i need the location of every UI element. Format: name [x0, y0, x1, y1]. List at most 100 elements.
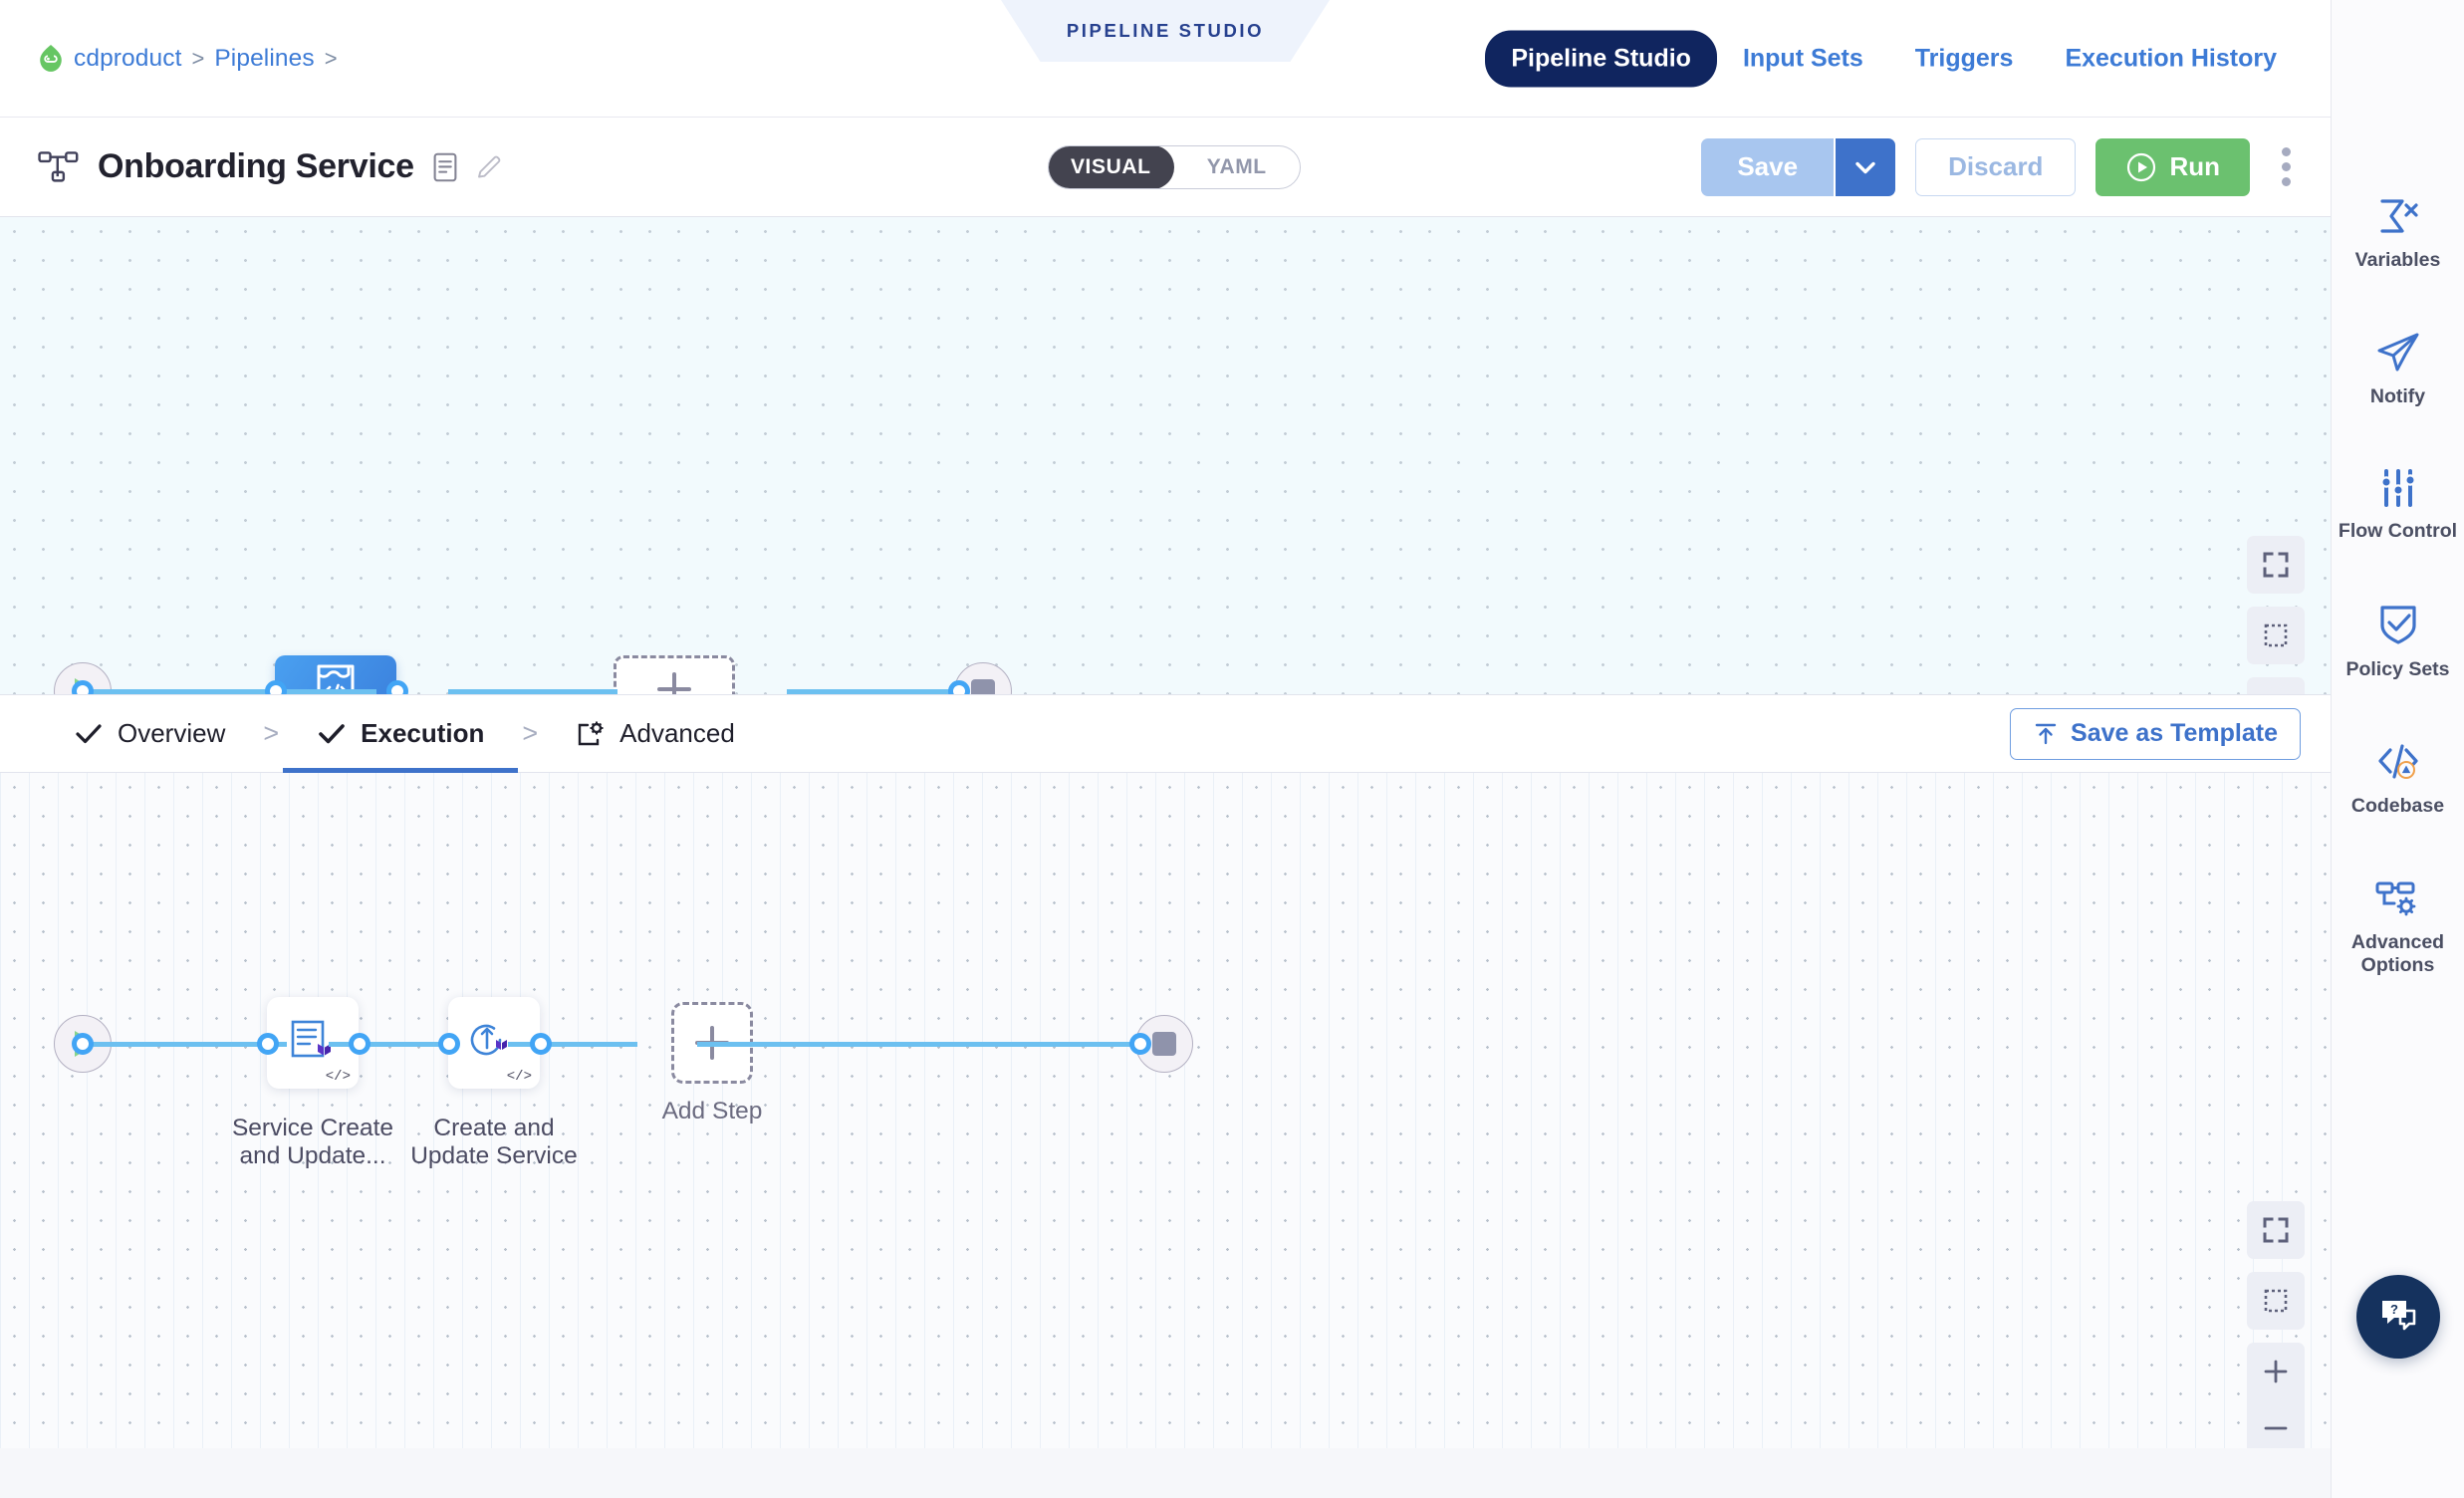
discard-button[interactable]: Discard: [1915, 137, 2077, 196]
exec-port-end[interactable]: [1129, 1033, 1151, 1055]
stop-square-icon: [1152, 1032, 1176, 1056]
rail-item-variables[interactable]: Variables: [2337, 197, 2460, 272]
rail-label-policy-sets: Policy Sets: [2345, 658, 2450, 680]
sliders-icon: [2379, 469, 2416, 507]
exec-zoom-in-button[interactable]: [2247, 1343, 2305, 1399]
exec-zoom-out-button[interactable]: [2247, 1399, 2305, 1456]
stage-node-create-and-update-service[interactable]: </> Create and Update Service: [275, 655, 396, 694]
stage-selection-box-button[interactable]: [2247, 607, 2305, 664]
edit-pencil-icon[interactable]: [476, 152, 502, 182]
visual-yaml-toggle: VISUAL YAML: [1048, 144, 1301, 189]
step-node-label: Service Create and Update...: [198, 1115, 427, 1170]
save-as-template-label: Save as Template: [2071, 719, 2278, 747]
toggle-yaml[interactable]: YAML: [1206, 154, 1267, 178]
rail-item-notify[interactable]: Notify: [2337, 332, 2460, 408]
stage-zoom-controls: [2247, 677, 2305, 694]
stop-square-icon: [971, 679, 995, 694]
stage-port-end[interactable]: [948, 680, 970, 694]
rail-label-codebase: Codebase: [2350, 795, 2445, 817]
exec-port-step1-out[interactable]: [349, 1033, 370, 1055]
right-rail: Variables Notify Flow Control Polic: [2331, 0, 2464, 1498]
more-options-kebab-icon[interactable]: [2270, 139, 2303, 194]
step-label-line1: Service Create: [231, 1115, 394, 1141]
stage-fit-screen-button[interactable]: [2247, 536, 2305, 594]
breadcrumb-section[interactable]: Pipelines: [214, 44, 315, 72]
pipeline-studio-banner-label: PIPELINE STUDIO: [1066, 20, 1265, 41]
exec-wire-4: [697, 1042, 1135, 1047]
rail-label-notify: Notify: [2369, 385, 2426, 407]
tab-execution-label: Execution: [361, 718, 485, 748]
breadcrumb-project[interactable]: cdproduct: [74, 44, 182, 72]
execution-canvas[interactable]: </> Service Create and Update...: [0, 773, 2331, 1498]
breadcrumb: cdproduct > Pipelines >: [0, 44, 338, 73]
help-chat-icon: ?: [2381, 1301, 2415, 1331]
exec-fit-screen-button[interactable]: [2247, 1201, 2305, 1259]
selection-box-icon: [2264, 1289, 2288, 1313]
fit-screen-icon: [2263, 1217, 2289, 1243]
help-button[interactable]: ?: [2355, 1275, 2440, 1359]
top-bar: cdproduct > Pipelines > PIPELINE STUDIO …: [0, 0, 2331, 118]
tab-execution[interactable]: Execution: [283, 695, 519, 773]
rail-item-policy-sets[interactable]: Policy Sets: [2337, 603, 2460, 681]
stage-wire-2: [448, 689, 617, 694]
exec-port-step2-in[interactable]: [438, 1033, 460, 1055]
upload-arrow-icon: [2035, 723, 2057, 744]
code-warning-icon: [2377, 744, 2418, 779]
sigma-variables-icon: [2379, 199, 2418, 233]
step-label2-line1: Create and: [433, 1115, 555, 1141]
nodes-gear-icon: [2375, 881, 2415, 916]
main-column: cdproduct > Pipelines > PIPELINE STUDIO …: [0, 0, 2331, 1498]
nav-pipeline-studio[interactable]: Pipeline Studio: [1485, 30, 1717, 87]
rail-item-flow-control[interactable]: Flow Control: [2337, 468, 2460, 543]
stage-wire-1: [78, 689, 376, 694]
nav-input-sets[interactable]: Input Sets: [1742, 44, 1863, 72]
tab-advanced-label: Advanced: [619, 718, 735, 748]
stage-wire-3: [787, 689, 966, 694]
terraform-apply-icon: [470, 1024, 507, 1056]
rail-item-advanced-options[interactable]: Advanced Options: [2337, 877, 2460, 977]
check-icon: [319, 723, 345, 743]
stage-canvas[interactable]: </> Create and Update Service Add Stage: [0, 217, 2331, 695]
save-dropdown-button[interactable]: [1834, 137, 1896, 196]
stage-port-out[interactable]: [386, 680, 408, 694]
tab-overview[interactable]: Overview: [40, 695, 259, 773]
add-stage-node[interactable]: Add Stage: [614, 655, 735, 694]
title-left-group: Onboarding Service: [0, 147, 502, 186]
stage-port-start[interactable]: [72, 680, 94, 694]
breadcrumb-separator: >: [191, 45, 205, 71]
run-button[interactable]: Run: [2095, 137, 2250, 196]
top-navigation: Pipeline Studio Input Sets Triggers Exec…: [1485, 30, 2303, 87]
title-bar: Onboarding Service VISUAL YAML Save: [0, 118, 2331, 217]
svg-text:?: ?: [2390, 1302, 2398, 1317]
tab-overview-label: Overview: [118, 718, 226, 748]
rail-label-flow-control: Flow Control: [2338, 520, 2458, 542]
stage-end-node[interactable]: [954, 662, 1012, 694]
step-node-label-2: Create and Update Service: [379, 1115, 609, 1170]
tab-advanced[interactable]: Advanced: [542, 695, 769, 773]
bottom-bar: [0, 1448, 2331, 1498]
nav-execution-history[interactable]: Execution History: [2065, 44, 2277, 72]
save-as-template-button[interactable]: Save as Template: [2010, 707, 2301, 760]
save-button[interactable]: Save: [1701, 137, 1835, 196]
rail-item-codebase[interactable]: Codebase: [2337, 741, 2460, 818]
stage-tab-strip: Overview > Execution > Advanced: [0, 695, 2331, 773]
page-title: Onboarding Service: [98, 147, 414, 185]
exec-port-step1-in[interactable]: [257, 1033, 279, 1055]
project-logo-icon: [40, 44, 62, 72]
toggle-visual[interactable]: VISUAL: [1049, 145, 1174, 188]
fit-screen-icon: [2263, 552, 2289, 578]
chevron-down-icon: [1855, 161, 1875, 173]
step-label2-line2: Update Service: [410, 1142, 578, 1170]
exec-zoom-controls: [2247, 1343, 2305, 1456]
description-icon[interactable]: [432, 152, 458, 182]
play-circle-icon: [2127, 152, 2156, 181]
nav-triggers[interactable]: Triggers: [1914, 44, 2014, 72]
stage-zoom-in-button[interactable]: [2247, 677, 2305, 694]
save-button-group: Save: [1701, 137, 1896, 196]
exec-port-start[interactable]: [72, 1033, 94, 1055]
exec-port-step2-out[interactable]: [530, 1033, 552, 1055]
exec-selection-box-button[interactable]: [2247, 1272, 2305, 1330]
check-icon: [76, 723, 102, 743]
stage-port-in[interactable]: [265, 680, 287, 694]
zoom-in-icon: [2264, 1360, 2288, 1382]
